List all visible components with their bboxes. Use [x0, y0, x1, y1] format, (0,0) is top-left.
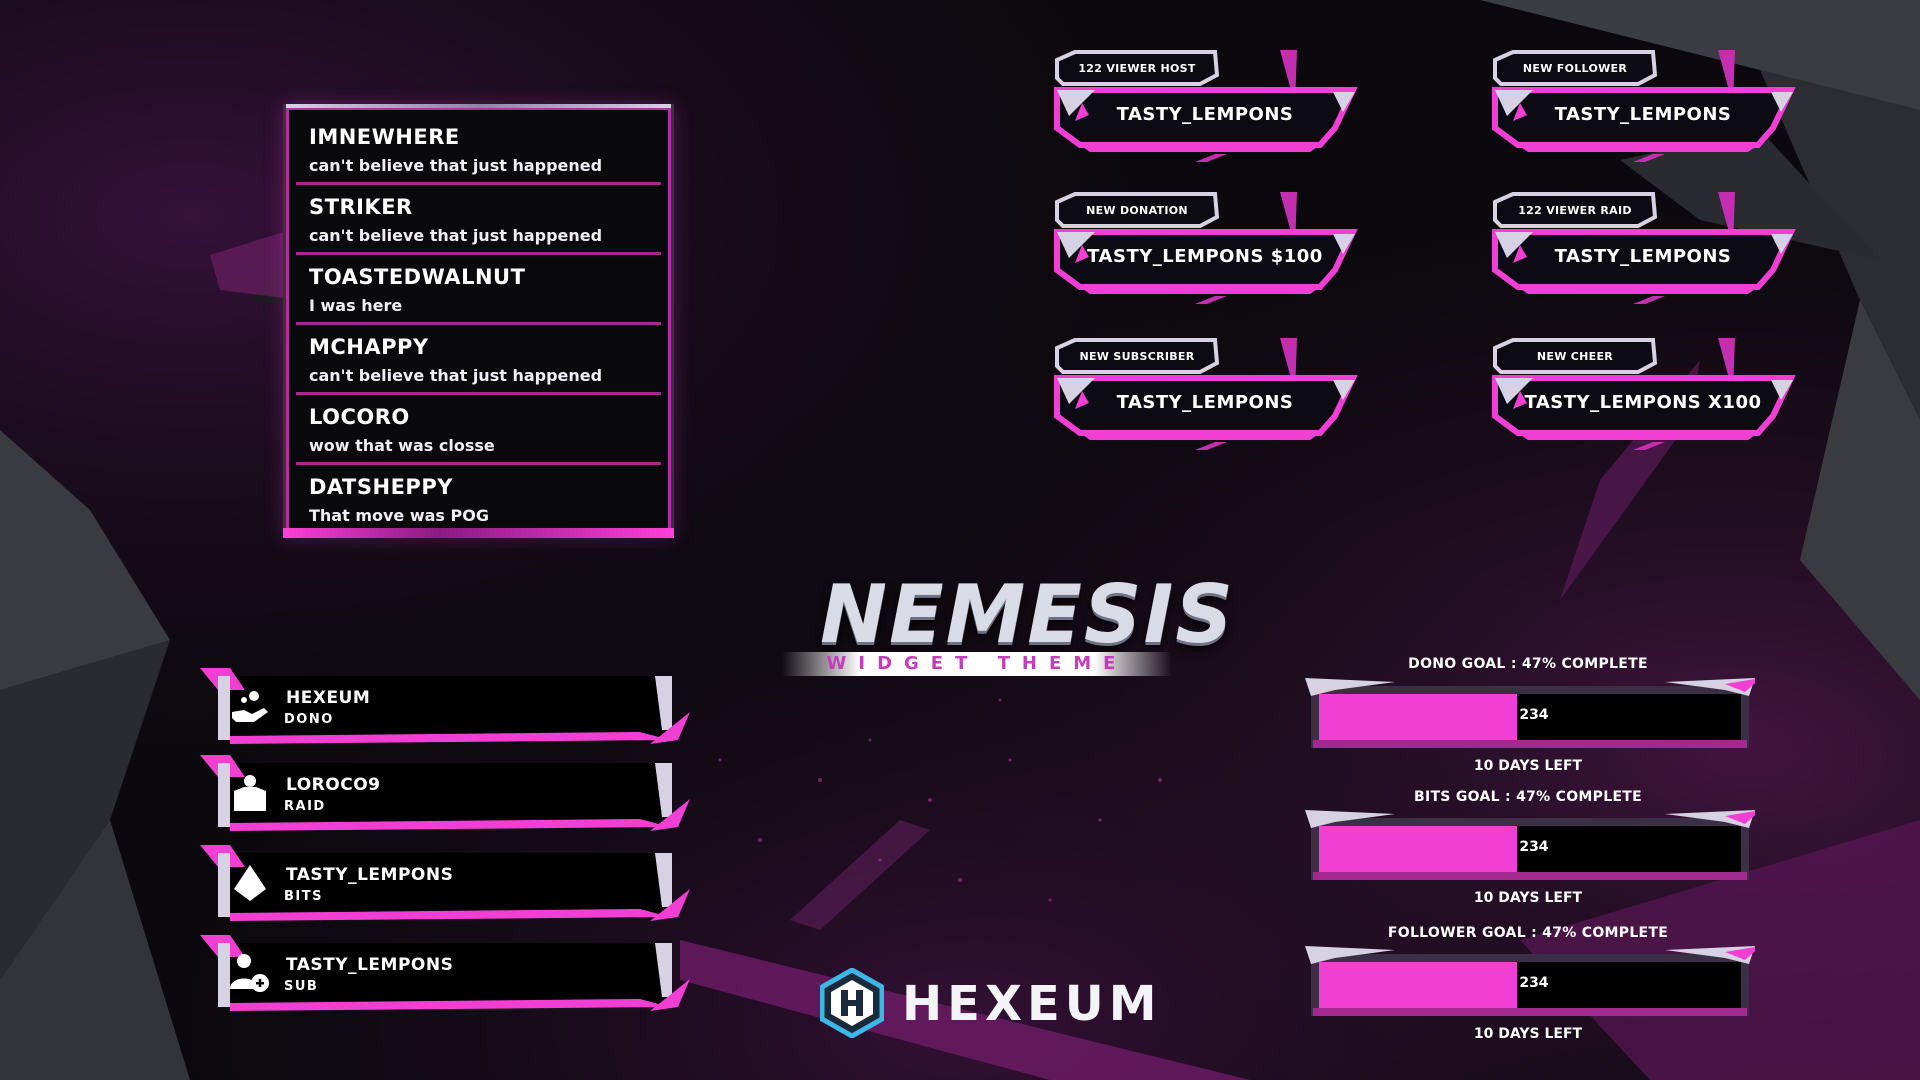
- chat-text: can't believe that just happened: [309, 156, 603, 175]
- chat-username: STRIKER: [309, 195, 413, 219]
- chat-message: LOCORO wow that was closse: [296, 395, 661, 465]
- event-type: BITS: [284, 889, 323, 904]
- goal-title: FOLLOWER GOAL : 47% COMPLETE: [1387, 925, 1669, 941]
- alert-tag: 122 VIEWER RAID: [1518, 204, 1632, 217]
- chat-text: can't believe that just happened: [309, 226, 603, 245]
- alert-name: TASTY_LEMPONS: [1554, 246, 1732, 267]
- event-frame: [200, 755, 690, 831]
- goal-track: 234: [1319, 962, 1741, 1008]
- goal-track: 234: [1319, 694, 1741, 740]
- alert-tag: 122 VIEWER HOST: [1078, 62, 1196, 75]
- chat-username: IMNEWHERE: [309, 125, 460, 149]
- goal-value: 234: [1519, 839, 1549, 855]
- event-type: DONO: [284, 712, 334, 727]
- chat-message: STRIKER can't believe that just happened: [296, 185, 661, 255]
- chat-text: That move was POG: [309, 506, 489, 525]
- theme-subtitle-bar: [782, 652, 1172, 676]
- alert-frame: [1492, 192, 1796, 304]
- alert-cheer: NEW CHEER TASTY_LEMPONS X100: [1473, 338, 1803, 453]
- gem-icon: [1513, 245, 1527, 263]
- alert-frame: [1054, 192, 1358, 304]
- gem-icon: [1075, 103, 1089, 121]
- alert-raid: 122 VIEWER RAID TASTY_LEMPONS: [1473, 192, 1803, 307]
- gem-icon: [1075, 391, 1089, 409]
- event-type: RAID: [284, 799, 326, 814]
- chat-message: MCHAPPY can't believe that just happened: [296, 325, 661, 395]
- chat-bottom-trim: [283, 528, 674, 538]
- theme-title: NEMESIS: [820, 568, 1235, 661]
- goal-time-left: 10 DAYS LEFT: [1473, 1026, 1583, 1042]
- goal-bar-follower: 234: [1305, 946, 1755, 1018]
- event-item-sub: TASTY_LEMPONS SUB: [200, 935, 690, 1015]
- goal-fill: [1319, 694, 1518, 740]
- goal-bar-dono: 234: [1305, 678, 1755, 750]
- brand-name: HEXEUM: [902, 976, 1162, 1032]
- raid-shirt-icon: [234, 775, 266, 811]
- hexeum-brand: HEXEUM: [820, 968, 1157, 1038]
- alert-follower: NEW FOLLOWER TASTY_LEMPONS: [1473, 50, 1803, 165]
- event-frame: [200, 845, 690, 921]
- event-name: HEXEUM: [286, 688, 371, 708]
- goal-track: 234: [1319, 826, 1741, 872]
- event-frame: [200, 668, 690, 744]
- goal-title: DONO GOAL : 47% COMPLETE: [1408, 656, 1648, 672]
- chat-text: wow that was closse: [309, 436, 495, 455]
- alert-frame: [1054, 338, 1358, 450]
- alert-frame: [1054, 50, 1358, 162]
- chat-text: I was here: [309, 296, 403, 315]
- alert-name: TASTY_LEMPONS X100: [1524, 392, 1762, 413]
- alert-name: TASTY_LEMPONS: [1116, 104, 1294, 125]
- alert-frame: [1492, 50, 1796, 162]
- goal-time-left: 10 DAYS LEFT: [1473, 758, 1583, 774]
- add-user-icon: [230, 954, 269, 992]
- alert-host: 122 VIEWER HOST TASTY_LEMPONS: [1035, 50, 1365, 165]
- chat-username: DATSHEPPY: [309, 475, 453, 499]
- chat-widget: IMNEWHERE can't believe that just happen…: [283, 104, 674, 538]
- donation-hand-icon: [232, 691, 268, 722]
- alert-tag: NEW DONATION: [1086, 204, 1188, 217]
- alert-subscriber: NEW SUBSCRIBER TASTY_LEMPONS: [1035, 338, 1365, 453]
- goal-fill: [1319, 826, 1518, 872]
- event-type: SUB: [284, 979, 319, 994]
- alert-tag: NEW FOLLOWER: [1522, 62, 1628, 75]
- goal-value: 234: [1519, 975, 1549, 991]
- alert-name: TASTY_LEMPONS: [1116, 392, 1294, 413]
- event-name: LOROCO9: [286, 775, 381, 795]
- chat-message: IMNEWHERE can't believe that just happen…: [296, 115, 661, 185]
- chat-message: TOASTEDWALNUT I was here: [296, 255, 661, 325]
- gem-icon: [1075, 245, 1089, 263]
- goal-time-left: 10 DAYS LEFT: [1473, 890, 1583, 906]
- alert-frame: [1492, 338, 1796, 450]
- event-item-bits: TASTY_LEMPONS BITS: [200, 845, 690, 925]
- event-item-raid: LOROCO9 RAID: [200, 755, 690, 835]
- chat-message: DATSHEPPY That move was POG: [296, 465, 661, 532]
- chat-username: LOCORO: [309, 405, 410, 429]
- chat-message-list: IMNEWHERE can't believe that just happen…: [296, 115, 661, 532]
- goal-value: 234: [1519, 707, 1549, 723]
- alert-tag: NEW SUBSCRIBER: [1079, 350, 1195, 363]
- theme-subtitle: WIDGET THEME: [826, 653, 1128, 674]
- event-name: TASTY_LEMPONS: [286, 955, 454, 975]
- goal-bar-bits: 234: [1305, 810, 1755, 882]
- alert-name: TASTY_LEMPONS: [1554, 104, 1732, 125]
- chat-text: can't believe that just happened: [309, 366, 603, 385]
- event-name: TASTY_LEMPONS: [286, 865, 454, 885]
- alert-donation: NEW DONATION TASTY_LEMPONS $100: [1035, 192, 1365, 307]
- event-frame: [200, 935, 690, 1011]
- event-item-dono: HEXEUM DONO: [200, 668, 690, 748]
- alert-name: TASTY_LEMPONS $100: [1087, 246, 1323, 267]
- gem-icon: [1513, 103, 1527, 121]
- hexeum-logo-icon: [820, 968, 884, 1038]
- chat-username: TOASTEDWALNUT: [309, 265, 526, 289]
- gem-icon: [1513, 391, 1527, 409]
- alert-tag: NEW CHEER: [1536, 350, 1614, 363]
- bits-gem-icon: [234, 865, 266, 901]
- chat-top-trim: [286, 104, 671, 108]
- goal-fill: [1319, 962, 1518, 1008]
- chat-username: MCHAPPY: [309, 335, 429, 359]
- goal-title: BITS GOAL : 47% COMPLETE: [1413, 789, 1643, 805]
